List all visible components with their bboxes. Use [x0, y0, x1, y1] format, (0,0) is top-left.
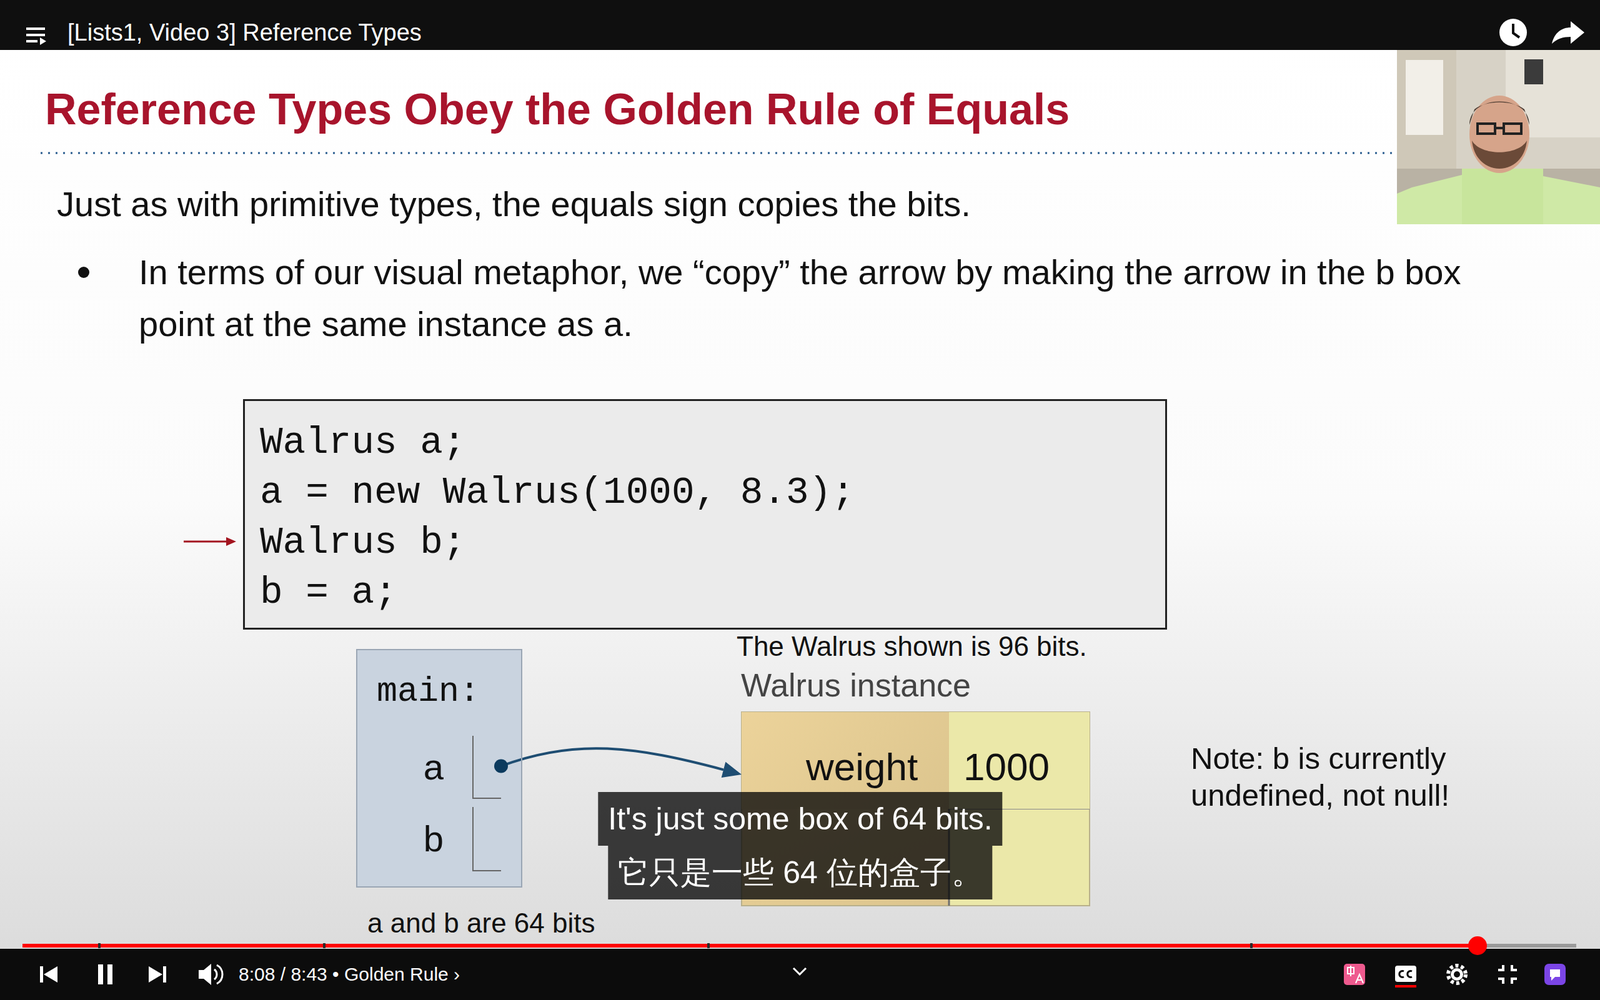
progress-track: [22, 944, 1577, 948]
slide-ground: [0, 49, 1600, 950]
variable-name: b: [423, 817, 444, 861]
exit-fullscreen-icon: [1498, 965, 1517, 984]
playlist-icon: [26, 27, 47, 45]
time-display: 8:08 / 8:43 • Golden Rule ›: [238, 963, 460, 986]
frame-name: main:: [376, 671, 480, 713]
subtitle: It's just some box of 64 bits.: [597, 792, 1003, 846]
settings-icon: [1448, 965, 1466, 984]
next-icon: [148, 966, 167, 983]
progress-played: [22, 944, 1478, 948]
pointer-dot: [494, 759, 508, 773]
arrow-head: [721, 762, 742, 778]
field-name: weight: [805, 744, 918, 791]
captions-icon: [1395, 965, 1417, 988]
subtitle: 它只是一些 64 位的盒子。: [607, 845, 993, 900]
volume-icon: [198, 963, 223, 986]
code-box: Walrus a;a = new Walrus(1000, 8.3);Walru…: [243, 399, 1168, 630]
bullet-dot: [78, 266, 90, 279]
line-pointer: [183, 537, 237, 547]
field-value: 1000: [963, 744, 1050, 791]
top-bar: [0, 0, 1600, 50]
slide-title: Reference Types Obey the Golden Rule of …: [44, 83, 1070, 136]
bullet-text: In terms of our visual metaphor, we “cop…: [138, 246, 1514, 350]
translate-icon: [1343, 963, 1366, 986]
share-icon: [1551, 21, 1585, 44]
title-rule: [40, 152, 1397, 155]
variable-box: a: [472, 735, 502, 800]
arrow-line: [501, 748, 724, 770]
extension-icon: [1544, 963, 1566, 986]
webcam-picture: [1396, 49, 1600, 225]
code-line: Walrus a;: [259, 419, 466, 466]
reference-arrow: [494, 748, 742, 778]
code-line: a = new Walrus(1000, 8.3);: [259, 469, 855, 516]
size-note: a and b are 64 bits: [367, 906, 595, 941]
chevron-icon: [793, 968, 806, 975]
size-note: The Walrus shown is 96 bits.: [736, 629, 1088, 664]
variable-box: b: [472, 807, 502, 872]
previous-icon: [39, 966, 58, 983]
control-bar: [0, 949, 1600, 1000]
code-line: Walrus b;: [259, 519, 466, 566]
progress-knob: [1468, 936, 1487, 956]
chapter-gaps: [98, 943, 1253, 949]
frame-fill: [356, 649, 523, 888]
stack-frame: main: ab: [356, 649, 523, 888]
variable-name: a: [423, 745, 444, 790]
code-line: b = a;: [259, 569, 398, 616]
note-text: Note: b is currently undefined, not null…: [1190, 740, 1529, 815]
watch-later-icon: [1499, 18, 1527, 47]
video-title: [Lists1, Video 3] Reference Types: [67, 19, 422, 46]
pause-icon: [98, 964, 113, 985]
slide-text: Just as with primitive types, the equals…: [56, 183, 971, 226]
object-heading: Walrus instance: [740, 665, 971, 705]
